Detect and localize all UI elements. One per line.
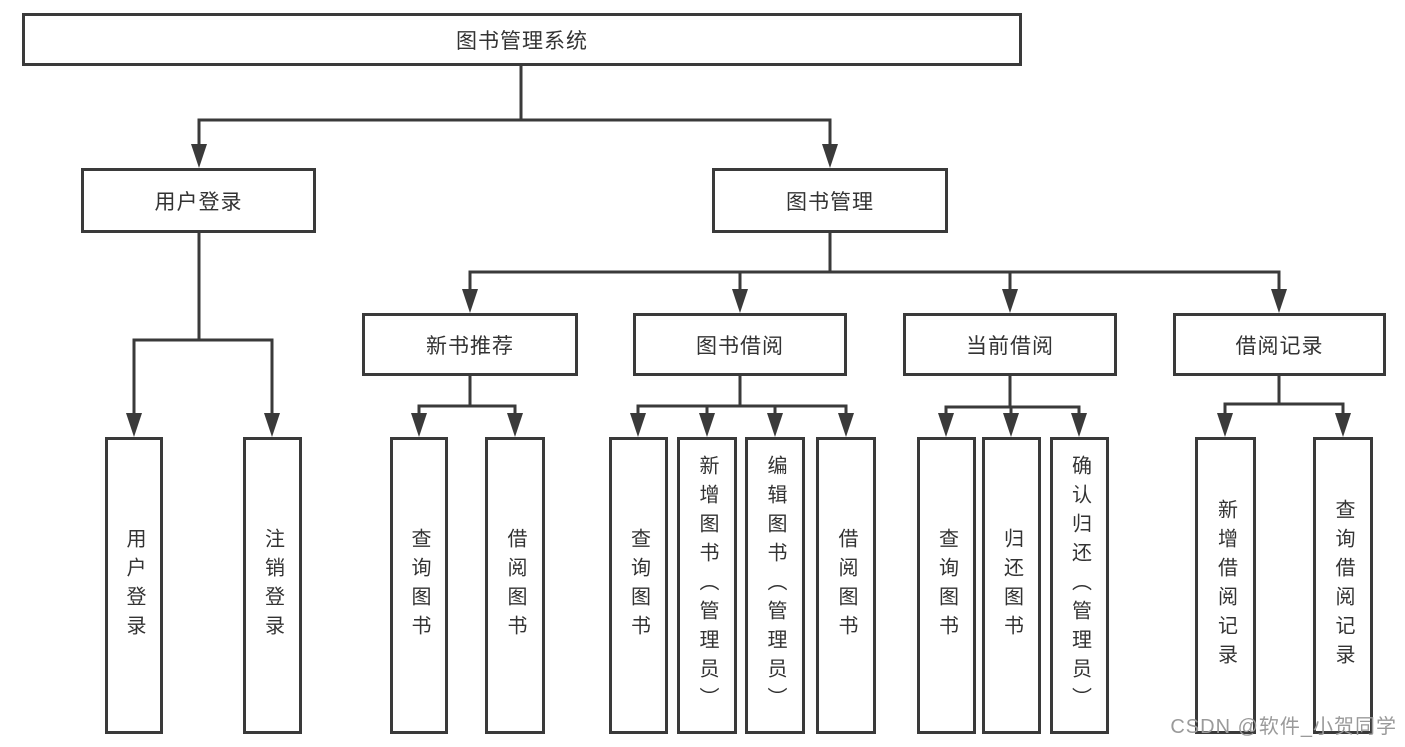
leaf-borrowing-edit-books-admin: 编辑图书（管理员） bbox=[745, 437, 805, 734]
node-borrowing-records: 借阅记录 bbox=[1173, 313, 1386, 376]
leaf-borrowing-query-books: 查询图书 bbox=[609, 437, 668, 734]
node-current-borrowing: 当前借阅 bbox=[903, 313, 1117, 376]
leaf-borrowing-add-books-admin: 新增图书（管理员） bbox=[677, 437, 737, 734]
leaf-borrowing-borrow-books: 借阅图书 bbox=[816, 437, 876, 734]
leaf-current-confirm-return-admin: 确认归还（管理员） bbox=[1050, 437, 1109, 734]
leaf-newbook-query-books: 查询图书 bbox=[390, 437, 448, 734]
leaf-newbook-borrow-books: 借阅图书 bbox=[485, 437, 545, 734]
csdn-watermark: CSDN @软件_小贺同学 bbox=[1170, 716, 1397, 738]
node-root-library-system: 图书管理系统 bbox=[22, 13, 1022, 66]
leaf-records-query: 查询借阅记录 bbox=[1313, 437, 1373, 734]
leaf-current-return-books: 归还图书 bbox=[982, 437, 1041, 734]
leaf-current-query-books: 查询图书 bbox=[917, 437, 976, 734]
leaf-records-add: 新增借阅记录 bbox=[1195, 437, 1256, 734]
node-user-login: 用户登录 bbox=[81, 168, 316, 233]
leaf-user-login: 用户登录 bbox=[105, 437, 163, 734]
node-new-book-recommend: 新书推荐 bbox=[362, 313, 578, 376]
leaf-logout: 注销登录 bbox=[243, 437, 302, 734]
node-book-management: 图书管理 bbox=[712, 168, 948, 233]
node-book-borrowing: 图书借阅 bbox=[633, 313, 847, 376]
